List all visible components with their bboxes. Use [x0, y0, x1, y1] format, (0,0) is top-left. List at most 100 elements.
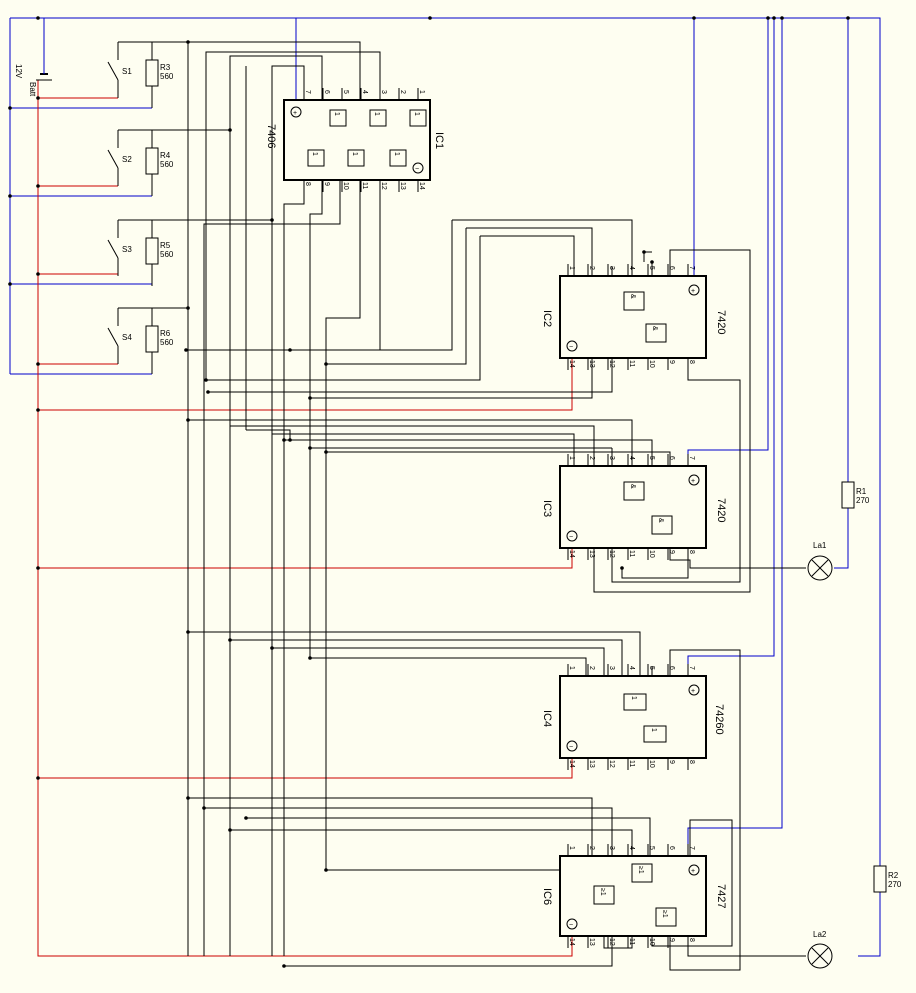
logic-gate — [307, 149, 325, 167]
pin-number: 7 — [688, 666, 695, 670]
lamp-resistor-r2: R2 270 — [873, 865, 902, 893]
logic-gate — [623, 291, 645, 311]
logic-gate — [389, 149, 407, 167]
pin-number: 3 — [608, 666, 615, 670]
supply-symbol: + — [691, 688, 695, 695]
chip-part: 7420 — [715, 498, 727, 522]
junction-dot — [270, 218, 274, 222]
pin-number: 7 — [688, 846, 695, 850]
supply-symbol: + — [293, 110, 297, 117]
pin-number: 11 — [361, 182, 368, 189]
pin-number: 13 — [588, 760, 595, 768]
junction-dot — [36, 16, 40, 20]
junction-dot — [288, 348, 292, 352]
pin-number: 8 — [304, 182, 311, 186]
resistor-r6 — [145, 325, 159, 353]
resistor-r5 — [145, 237, 159, 265]
pin-number: 3 — [608, 456, 615, 460]
signal-wires — [118, 41, 806, 971]
junction-dot — [8, 194, 12, 198]
pin-number: 9 — [668, 550, 675, 554]
pin-number: 9 — [668, 360, 675, 364]
pin-number: 11 — [628, 760, 635, 767]
pin-number: 14 — [568, 360, 575, 368]
gate-symbol: 1 — [650, 728, 657, 732]
logic-gate — [593, 885, 615, 905]
pin-number: 13 — [588, 550, 595, 558]
junction-dot — [282, 438, 286, 442]
pin-number: 8 — [688, 760, 695, 764]
pin-number: 6 — [323, 90, 330, 94]
gate-symbol: 1 — [351, 152, 358, 156]
supply-symbol: − — [569, 344, 573, 351]
junction-dot — [650, 260, 654, 264]
gate-symbol: 1 — [333, 112, 340, 116]
battery-voltage: 12V — [14, 64, 23, 79]
chip-body — [559, 275, 707, 359]
pin-number: 5 — [648, 456, 655, 460]
logic-gate — [409, 109, 427, 127]
supply-symbol: − — [569, 534, 573, 541]
pin-number: 14 — [568, 550, 575, 558]
pin-number: 5 — [648, 266, 655, 270]
junction-dot — [846, 16, 850, 20]
pin-number: 4 — [628, 456, 635, 460]
logic-gate — [651, 515, 673, 535]
switch-label: S4 — [122, 333, 132, 342]
supply-symbol: − — [569, 922, 573, 929]
pin-number: 6 — [668, 456, 675, 460]
junction-dot — [184, 348, 188, 352]
lamp-la2-label: La2 — [813, 930, 827, 939]
battery: 12V Batt — [14, 18, 52, 97]
pin-number: 7 — [688, 456, 695, 460]
chip-part: 7427 — [715, 884, 727, 908]
junction-dot — [228, 128, 232, 132]
gate-symbol: 1 — [630, 696, 637, 700]
junction-dot — [8, 106, 12, 110]
pin-number: 12 — [608, 760, 615, 768]
chip-part: 74260 — [713, 704, 725, 735]
junction-dot — [766, 16, 770, 20]
pin-number: 13 — [588, 360, 595, 368]
junction-dot — [36, 362, 40, 366]
junction-dot — [642, 250, 646, 254]
gate-symbol: & — [629, 294, 636, 299]
logic-gate — [643, 725, 667, 743]
battery-label: Batt — [28, 82, 37, 97]
resistor-name: R5 — [160, 241, 171, 250]
pin-number: 10 — [648, 938, 655, 946]
gate-symbol: ≥1 — [661, 910, 668, 918]
resistor-name: R6 — [160, 329, 171, 338]
junction-dot — [186, 418, 190, 422]
pin-number: 1 — [418, 90, 425, 94]
gate-symbol: & — [651, 326, 658, 331]
chip-part: 7406 — [265, 124, 277, 148]
junction-dots — [8, 16, 850, 968]
pin-number: 9 — [323, 182, 330, 186]
pin-number: 11 — [628, 938, 635, 945]
pin-number: 1 — [568, 846, 575, 850]
pin-number: 2 — [588, 266, 595, 270]
junction-dot — [186, 796, 190, 800]
chip-ref: IC2 — [541, 310, 553, 327]
resistor-value: 560 — [160, 72, 174, 81]
junction-dot — [186, 40, 190, 44]
resistor-r3 — [145, 59, 159, 87]
junction-dot — [288, 438, 292, 442]
logic-gate — [655, 907, 677, 927]
junction-dot — [36, 96, 40, 100]
ground-wires — [37, 80, 573, 957]
junction-dot — [308, 396, 312, 400]
lamp-resistor-r1: R1 270 — [841, 481, 870, 509]
supply-symbol: + — [691, 288, 695, 295]
junction-dot — [282, 964, 286, 968]
pin-number: 10 — [648, 550, 655, 558]
logic-gate — [631, 863, 653, 883]
pin-number: 2 — [588, 846, 595, 850]
